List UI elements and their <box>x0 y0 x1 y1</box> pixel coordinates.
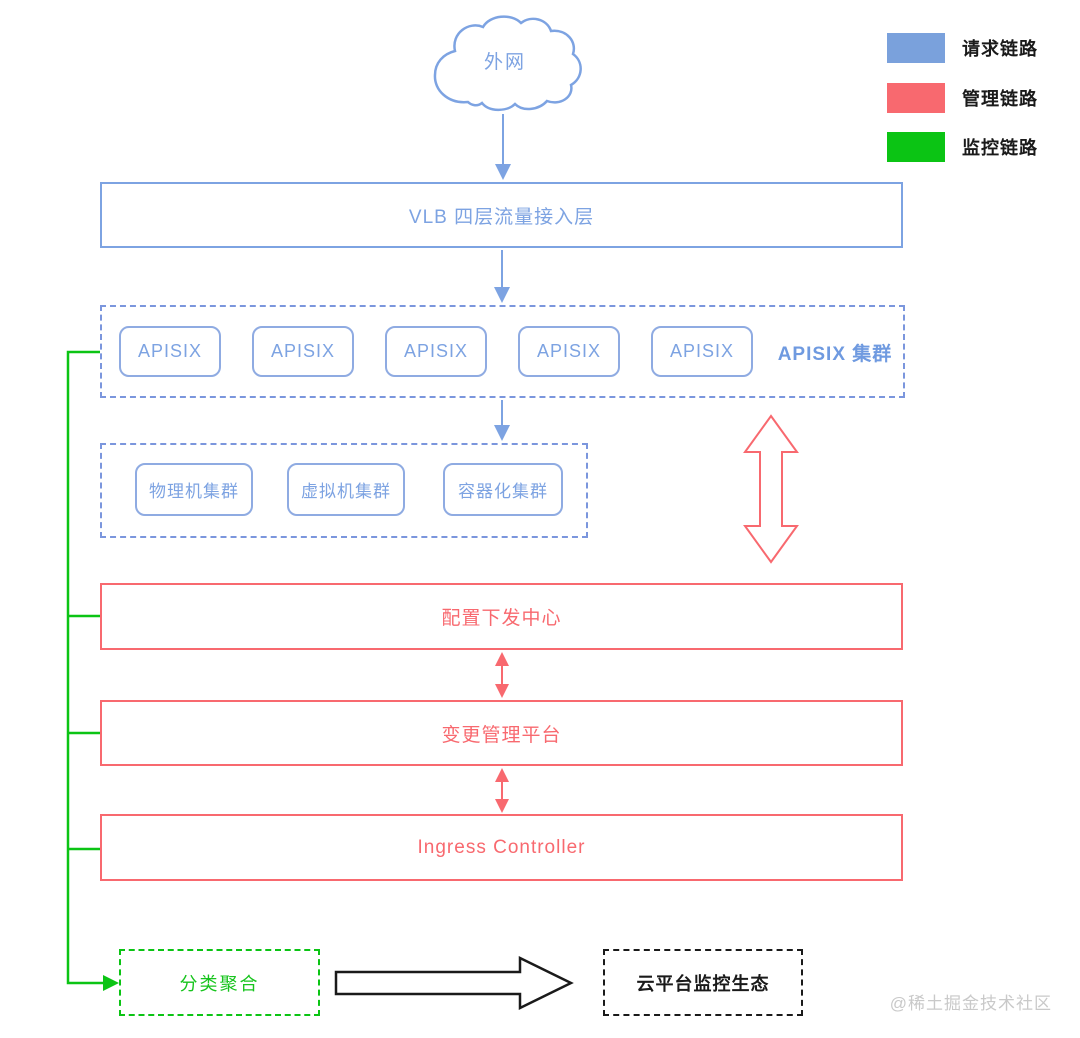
vlb-access-layer-box: VLB 四层流量接入层 <box>100 182 903 248</box>
container-cluster-node: 容器化集群 <box>443 463 563 516</box>
watermark: @稀土掘金技术社区 <box>889 994 1052 1013</box>
apisix-cluster-label: APISIX 集群 <box>777 343 893 365</box>
apisix-node: APISIX <box>651 326 753 377</box>
management-double-arrow-change-ingress <box>495 768 509 813</box>
monitor-flow-arrow <box>334 955 574 1011</box>
apisix-node: APISIX <box>119 326 221 377</box>
legend-item-monitor: 监控链路 <box>887 132 1038 162</box>
request-arrow-cloud-to-vlb <box>495 114 511 180</box>
apisix-node: APISIX <box>518 326 620 377</box>
legend-swatch-monitor <box>887 132 945 162</box>
management-double-arrow-large <box>743 414 799 564</box>
ingress-controller-box: Ingress Controller <box>100 814 903 881</box>
config-distribution-center-box: 配置下发中心 <box>100 583 903 650</box>
request-arrow-vlb-to-apisix <box>494 250 510 303</box>
cloud-shape <box>433 15 582 112</box>
request-arrow-apisix-to-infra <box>494 400 510 441</box>
vm-cluster-node: 虚拟机集群 <box>287 463 405 516</box>
monitor-link-lines <box>66 350 119 991</box>
legend-label-request: 请求链路 <box>962 39 1038 59</box>
classify-aggregation-box: 分类聚合 <box>119 949 320 1016</box>
legend-label-monitor: 监控链路 <box>962 138 1038 158</box>
legend-item-request: 请求链路 <box>887 33 1038 63</box>
legend-swatch-request <box>887 33 945 63</box>
apisix-node: APISIX <box>252 326 354 377</box>
apisix-node: APISIX <box>385 326 487 377</box>
legend-swatch-management <box>887 83 945 113</box>
management-double-arrow-config-change <box>495 652 509 698</box>
cloud-monitor-ecosystem-box: 云平台监控生态 <box>603 949 803 1016</box>
legend-label-management: 管理链路 <box>962 89 1038 109</box>
physical-cluster-node: 物理机集群 <box>135 463 253 516</box>
legend-item-management: 管理链路 <box>887 83 1038 113</box>
change-management-platform-box: 变更管理平台 <box>100 700 903 766</box>
apisix-cluster-container <box>100 305 905 398</box>
external-network-label: 外网 <box>483 51 526 73</box>
